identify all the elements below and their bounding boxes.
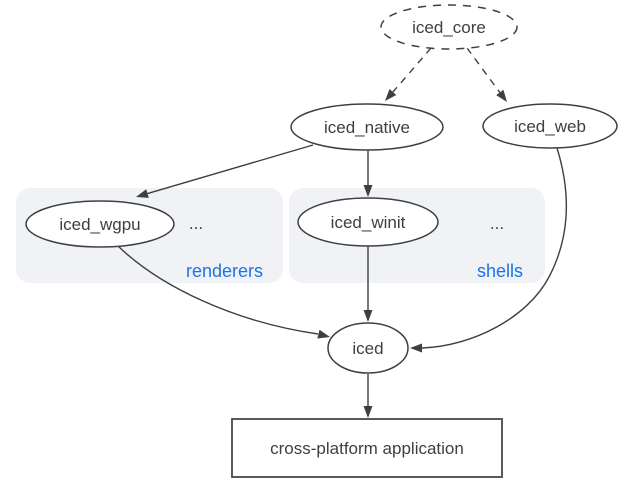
arrowhead-icon (496, 89, 507, 102)
edge-iced_native-iced_winit (363, 150, 373, 197)
shells-group-label: shells (477, 261, 523, 281)
node-cross-platform-application-shape (231, 418, 503, 478)
node-iced-shape (327, 322, 409, 374)
node-iced-native-shape (290, 103, 444, 151)
node-iced-core: iced_core (380, 4, 518, 50)
edge-line (147, 144, 314, 195)
edge-line (421, 147, 567, 349)
shells-ellipsis: ... (490, 214, 504, 233)
node-iced-web-shape (482, 103, 618, 149)
edge-iced_web-iced (410, 147, 567, 353)
node-iced-winit: iced_winit (297, 197, 439, 247)
node-iced-winit-label: iced_winit (331, 213, 406, 232)
node-iced: iced (327, 322, 409, 374)
node-cross-platform-application: cross-platform application (231, 418, 503, 478)
node-iced-wgpu-shape (25, 200, 175, 248)
edge-iced_wgpu-iced (116, 244, 330, 339)
edge-line (116, 244, 319, 335)
edge-line (392, 47, 432, 93)
renderers-group-label: renderers (186, 261, 263, 281)
edge-iced_native-iced_wgpu (136, 144, 314, 198)
node-iced-wgpu: iced_wgpu (25, 200, 175, 248)
node-iced-web-label: iced_web (514, 117, 586, 136)
node-iced-web: iced_web (482, 103, 618, 149)
node-iced-winit-shape (297, 197, 439, 247)
edge-iced-app (363, 374, 373, 418)
edge-iced_core-iced_web (466, 47, 507, 102)
node-iced-core-label: iced_core (412, 18, 486, 37)
node-iced-native: iced_native (290, 103, 444, 151)
arrowhead-icon (363, 310, 373, 322)
arrowhead-icon (317, 329, 330, 339)
arrowhead-icon (136, 189, 149, 198)
node-iced-core-shape (380, 4, 518, 50)
node-iced-wgpu-label: iced_wgpu (59, 215, 140, 234)
arrowhead-icon (363, 185, 373, 197)
edge-iced_winit-iced (363, 246, 373, 322)
renderers-ellipsis: ... (189, 214, 203, 233)
node-iced-native-label: iced_native (324, 118, 410, 137)
arrowhead-icon (363, 406, 373, 418)
arrowhead-icon (385, 89, 397, 101)
edge-iced_core-iced_native (385, 47, 432, 101)
node-cross-platform-application-label: cross-platform application (270, 439, 464, 458)
arrowhead-icon (410, 343, 422, 353)
node-iced-label: iced (352, 339, 383, 358)
edge-line (466, 47, 501, 93)
